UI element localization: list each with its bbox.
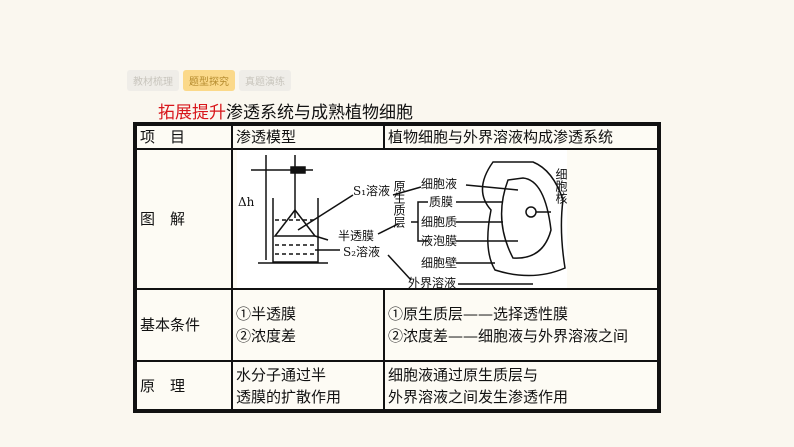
header-row: 项 目 渗透模型 植物细胞与外界溶液构成渗透系统 — [134, 123, 660, 150]
membrane-label: 半透膜 — [338, 229, 374, 243]
protoplast-label: 原生质层 — [392, 180, 406, 229]
model-cell: ①半透膜 ②浓度差 — [231, 288, 385, 362]
model-line: ①半透膜 — [236, 305, 297, 323]
tab-question-types[interactable]: 题型探究 — [183, 70, 235, 91]
tab-exam-practice[interactable]: 真题演练 — [239, 70, 291, 91]
osmosis-diagram: Δh S₁溶液 半透膜 S₂溶液 细胞液 质膜 细胞质 液泡膜 细胞壁 外界溶液… — [237, 150, 568, 288]
title-highlight: 拓展提升 — [158, 103, 226, 123]
diagram-row: 图 解 Δh S₁溶液 半透膜 S₂溶液 细胞液 质膜 细胞质 液泡膜 细胞壁 … — [134, 148, 660, 290]
cell-wall-label: 细胞壁 — [421, 255, 457, 270]
cell-line: ①原生质层——选择透性膜 — [388, 305, 569, 323]
table-row: 原 理 水分子通过半透膜的扩散作用 细胞液通过原生质层与外界溶液之间发生渗透作用 — [134, 360, 660, 412]
cell-line: 外界溶液之间发生渗透作用 — [388, 387, 569, 406]
table-row: 基本条件 ①半透膜 ②浓度差 ①原生质层——选择透性膜 ②浓度差——细胞液与外界溶液… — [134, 288, 660, 362]
cell-line: ②浓度差——细胞液与外界溶液之间 — [388, 327, 629, 345]
diagram-cell: Δh S₁溶液 半透膜 S₂溶液 细胞液 质膜 细胞质 液泡膜 细胞壁 外界溶液… — [231, 148, 660, 290]
header-model: 渗透模型 — [231, 123, 385, 150]
cell-line: 细胞液通过原生质层与 — [388, 365, 539, 384]
s2-label: S₂溶液 — [343, 244, 380, 259]
s1-label: S₁溶液 — [353, 183, 390, 198]
model-line: 水分子通过半 — [236, 365, 327, 384]
cell-sap-label: 细胞液 — [421, 176, 457, 191]
header-item: 项 目 — [134, 123, 233, 150]
model-cell: 水分子通过半透膜的扩散作用 — [231, 360, 385, 412]
plasma-membrane-label: 质膜 — [429, 195, 453, 209]
cell-cell: 细胞液通过原生质层与外界溶液之间发生渗透作用 — [383, 360, 660, 412]
row-label: 基本条件 — [134, 288, 233, 362]
row-label: 原 理 — [134, 360, 233, 412]
model-line: 透膜的扩散作用 — [236, 387, 342, 406]
tab-textbook[interactable]: 教材梳理 — [127, 70, 179, 91]
cell-cell: ①原生质层——选择透性膜 ②浓度差——细胞液与外界溶液之间 — [383, 288, 660, 362]
header-cell: 植物细胞与外界溶液构成渗透系统 — [383, 123, 660, 150]
title-text: 渗透系统与成熟植物细胞 — [226, 103, 413, 123]
section-tabs: 教材梳理 题型探究 真题演练 — [127, 70, 291, 91]
nucleus-label: 细胞核 — [554, 168, 568, 204]
model-line: ②浓度差 — [236, 327, 297, 345]
outer-solution-label: 外界溶液 — [408, 275, 456, 288]
page-title: 拓展提升渗透系统与成熟植物细胞 — [158, 98, 413, 123]
comparison-table: 项 目 渗透模型 植物细胞与外界溶液构成渗透系统 图 解 Δh S₁溶液 半透膜… — [133, 122, 661, 413]
tonoplast-label: 液泡膜 — [421, 233, 457, 248]
diagram-row-label: 图 解 — [134, 148, 233, 290]
dh-label: Δh — [238, 195, 255, 209]
cytoplasm-label: 细胞质 — [421, 215, 457, 229]
